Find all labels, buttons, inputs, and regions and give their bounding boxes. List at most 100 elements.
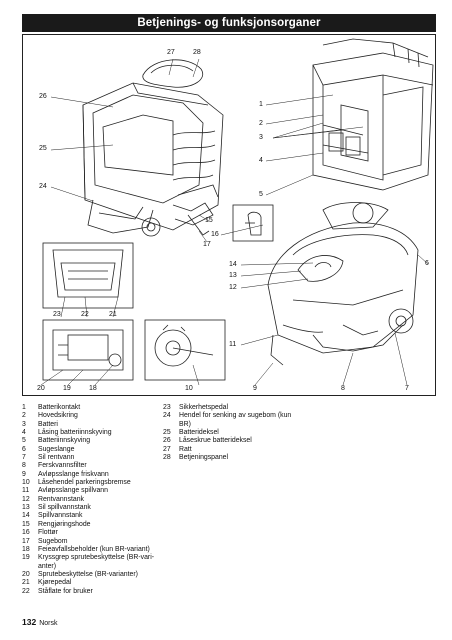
legend-item-text: Hovedsikring: [38, 412, 78, 420]
legend-item-text: Låsehendel parkeringsbremse: [38, 479, 131, 487]
legend-item-number: 21: [22, 579, 30, 587]
legend-item-text: Kryssgrep sprutebeskyttelse (BR-vari-ant…: [38, 554, 155, 570]
legend-item-number: 3: [22, 420, 26, 428]
callout-16: 16: [211, 231, 219, 238]
battery-compartment-view: [312, 38, 434, 191]
legend-item-number: 19: [22, 554, 30, 562]
legend-item-number: 12: [22, 495, 30, 503]
legend-item: 25 Batterideksel: [163, 429, 303, 437]
legend-item: 16 Flottør: [22, 529, 162, 537]
legend-item-text: Hendel for senking av sugebom (kun BR): [179, 412, 292, 428]
legend-item: 5 Batteriinnskyving: [22, 437, 162, 445]
callout-24: 24: [39, 183, 47, 190]
scrubber-rear-view: [82, 59, 224, 237]
legend-item-text: Sil spillvannstank: [38, 504, 91, 512]
legend-item-text: Batteriinnskyving: [38, 437, 91, 445]
callout-12: 12: [229, 284, 237, 291]
callout-17: 17: [203, 241, 211, 248]
callout-19: 19: [63, 385, 71, 392]
legend-item-text: Feieavfallsbeholder (kun BR-variant): [38, 545, 150, 553]
section-title: Betjenings- og funksjonsorganer: [22, 14, 436, 32]
legend-item: 6 Sugeslange: [22, 446, 162, 454]
legend-item-number: 8: [22, 462, 26, 470]
legend-item-number: 7: [22, 454, 26, 462]
callout-27: 27: [167, 49, 175, 56]
callout-13: 13: [229, 272, 237, 279]
page-number: 132: [22, 617, 37, 627]
float-detail-view: [232, 204, 274, 242]
legend-item-number: 5: [22, 437, 26, 445]
legend-item: 3 Batteri: [22, 421, 162, 429]
page-language: Norsk: [39, 620, 58, 627]
legend-item-text: Sprutebeskyttelse (BR-varianter): [38, 570, 138, 578]
legend-item: 26 Låseskrue batterideksel: [163, 437, 303, 445]
legend-item-number: 6: [22, 445, 26, 453]
callout-11: 11: [229, 341, 237, 348]
legend-item-text: Avløpsslange friskvann: [38, 470, 109, 478]
legend-item-number: 24: [163, 412, 171, 420]
callout-5: 5: [259, 191, 263, 198]
callout-1: 1: [259, 101, 263, 108]
legend-item-number: 23: [163, 404, 171, 411]
callout-9: 9: [253, 385, 257, 392]
machine-illustration-figure: 27 28 26 25 24 1 2 3 4 5 15 16 17 14 13 …: [22, 34, 436, 396]
legend-item-number: 25: [163, 429, 171, 437]
legend-item-text: Låseskrue batterideksel: [179, 437, 252, 445]
legend-item: 19 Kryssgrep sprutebeskyttelse (BR-vari-a…: [22, 554, 162, 571]
legend-item-text: Rengjøringshode: [38, 520, 91, 528]
legend-item-number: 1: [22, 404, 26, 411]
legend-item-text: Sugeslange: [38, 445, 75, 453]
legend-item-text: Batterideksel: [179, 429, 219, 437]
callout-14: 14: [229, 261, 237, 268]
legend-item-text: Spillvannstank: [38, 512, 83, 520]
legend-item-text: Avløpsslange spillvann: [38, 487, 108, 495]
legend-item: 4 Låsing batteriinnskyving: [22, 429, 162, 437]
legend-item: 10 Låsehendel parkeringsbremse: [22, 479, 162, 487]
machine-line-drawing: [40, 38, 434, 386]
legend-item: 14 Spillvannstank: [22, 512, 162, 520]
callout-20: 20: [37, 385, 45, 392]
legend-item-number: 18: [22, 545, 30, 553]
callout-21: 21: [109, 311, 117, 318]
battery-cover-inset: [42, 242, 134, 309]
legend-item-text: Sugebom: [38, 537, 68, 545]
legend-item-number: 22: [22, 587, 30, 595]
spray-guard-inset: [42, 319, 134, 381]
callout-8: 8: [341, 385, 345, 392]
callout-7: 7: [405, 385, 409, 392]
legend-item-text: Betjeningspanel: [179, 454, 229, 462]
legend-item-text: Låsing batteriinnskyving: [38, 429, 112, 437]
legend-item-text: Ratt: [179, 445, 192, 453]
legend-item-number: 14: [22, 512, 30, 520]
legend-item: 15 Rengjøringshode: [22, 521, 162, 529]
legend-item-number: 15: [22, 520, 30, 528]
callout-23: 23: [53, 311, 61, 318]
legend-item-number: 10: [22, 479, 30, 487]
legend-item-number: 4: [22, 429, 26, 437]
legend-item-number: 26: [163, 437, 171, 445]
callout-25: 25: [39, 145, 47, 152]
legend-item: 24 Hendel for senking av sugebom (kun BR): [163, 412, 303, 429]
legend-item-number: 16: [22, 529, 30, 537]
legend-item-text: Flottør: [38, 529, 58, 537]
section-title-text: Betjenings- og funksjonsorganer: [137, 17, 321, 29]
callout-26: 26: [39, 93, 47, 100]
callout-28: 28: [193, 49, 201, 56]
legend-item-text: Batteri: [38, 420, 58, 428]
scrubber-front-view: [267, 202, 419, 366]
